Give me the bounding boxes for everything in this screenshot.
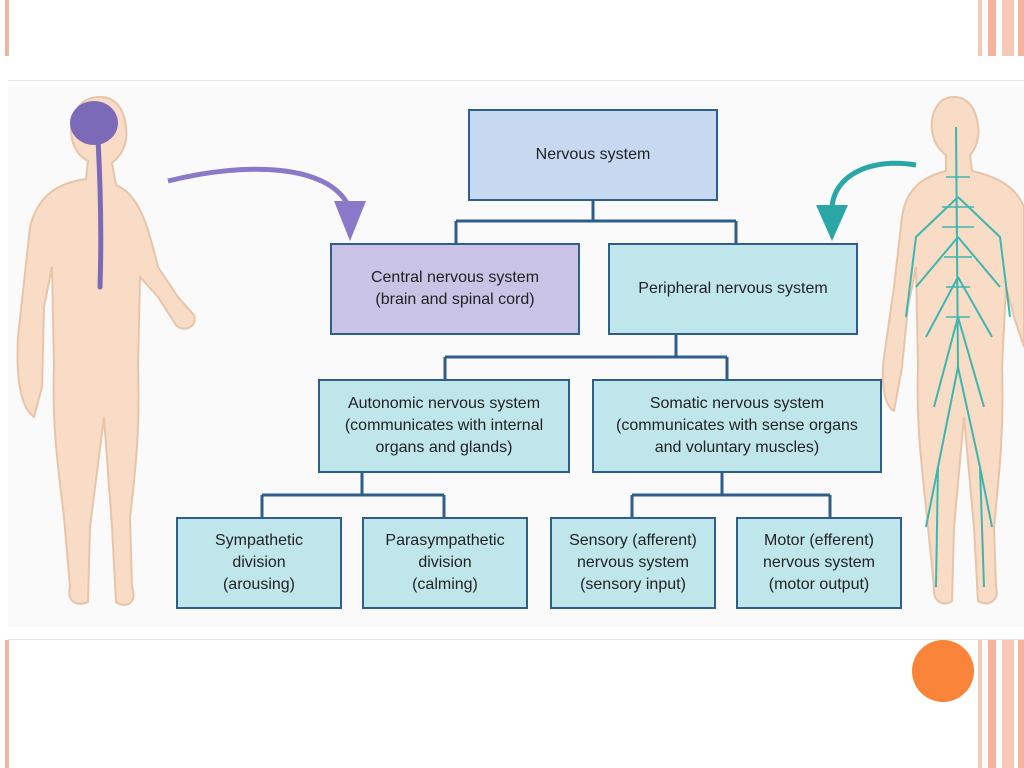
nervous-system-diagram: Nervous system Central nervous system (b…	[8, 80, 1024, 640]
box-sublabel: and voluntary muscles)	[654, 439, 820, 456]
human-body-cns-icon	[16, 95, 196, 606]
box-sublabel: (brain and spinal cord)	[375, 291, 535, 308]
orange-circle-decoration	[912, 640, 974, 702]
human-body-pns-icon	[881, 95, 1024, 605]
box-sublabel: nervous system	[576, 554, 690, 571]
box-label: Central nervous system	[370, 269, 540, 286]
box-sublabel: (arousing)	[222, 576, 295, 593]
somatic-nervous-system-box: Somatic nervous system (communicates wit…	[592, 379, 882, 473]
box-label: Sympathetic	[214, 532, 304, 549]
box-sublabel: organs and glands)	[375, 439, 513, 456]
box-label: Somatic nervous system	[649, 395, 825, 412]
box-sublabel: (communicates with internal	[344, 417, 544, 434]
purple-arrow	[167, 166, 366, 241]
box-label: Motor (efferent)	[764, 532, 874, 549]
box-sublabel: (communicates with sense organs	[616, 417, 858, 434]
slide-right-stripes-top	[978, 0, 1024, 56]
motor-efferent-box: Motor (efferent) nervous system (motor o…	[736, 517, 902, 609]
box-label: Autonomic nervous system	[347, 395, 541, 412]
box-sublabel: (motor output)	[768, 576, 870, 593]
box-label: Nervous system	[535, 146, 651, 163]
central-nervous-system-box: Central nervous system (brain and spinal…	[330, 243, 580, 335]
diagram-connectors	[167, 160, 917, 517]
tree-lines	[260, 201, 832, 517]
box-label: Sensory (afferent)	[569, 532, 697, 549]
box-sublabel: division	[418, 554, 472, 571]
slide-left-accent-top	[5, 0, 9, 56]
parasympathetic-division-box: Parasympathetic division (calming)	[362, 517, 528, 609]
sensory-afferent-box: Sensory (afferent) nervous system (senso…	[550, 517, 716, 609]
teal-arrow	[816, 160, 917, 241]
nervous-system-box: Nervous system	[468, 109, 718, 201]
box-sublabel: (calming)	[412, 576, 478, 593]
box-label: Parasympathetic	[385, 532, 505, 549]
box-sublabel: division	[232, 554, 286, 571]
box-label: Peripheral nervous system	[638, 280, 828, 297]
peripheral-nervous-system-box: Peripheral nervous system	[608, 243, 858, 335]
box-sublabel: (sensory input)	[580, 576, 686, 593]
box-sublabel: nervous system	[762, 554, 876, 571]
autonomic-nervous-system-box: Autonomic nervous system (communicates w…	[318, 379, 570, 473]
slide-left-accent-bottom	[5, 640, 9, 768]
slide-right-stripes-bottom	[978, 640, 1024, 768]
sympathetic-division-box: Sympathetic division (arousing)	[176, 517, 342, 609]
